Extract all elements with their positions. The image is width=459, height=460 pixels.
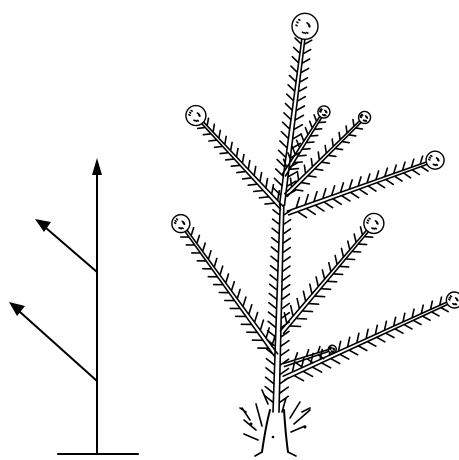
plant-illustration	[172, 13, 459, 456]
schematic-upper-branch	[46, 228, 97, 272]
plant-main-stem	[265, 205, 291, 412]
plant-branch-lower-left	[172, 215, 278, 357]
plant-branch-middle-right-flower-head	[364, 213, 384, 233]
branching-schematic	[9, 158, 138, 454]
plant-branch-upper-right	[287, 151, 444, 217]
plant-branch-upper-left	[186, 106, 284, 210]
plant-branch-upper-left-flower-head	[186, 106, 206, 126]
plant-branch-middle-right	[280, 213, 383, 333]
schematic-lower-branch	[20, 312, 97, 381]
plant-branch-lower-right	[283, 292, 459, 381]
plant-main-stem-upper-flower-head	[292, 13, 318, 39]
plant-base	[240, 390, 310, 456]
schematic-main-arrowhead	[92, 158, 102, 175]
